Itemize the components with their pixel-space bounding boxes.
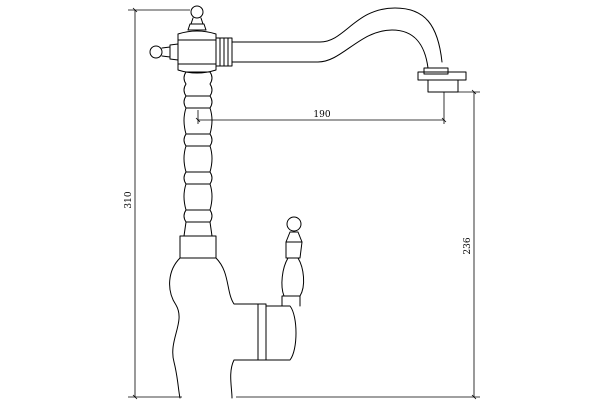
total-height-label: 310 [124,191,134,208]
spout [215,7,467,93]
body [169,257,259,399]
top-knob [187,5,207,31]
dimension-total-height [128,7,190,400]
dimension-spout-height [236,89,480,400]
spout-reach-label: 190 [313,110,330,120]
dimension-lines [128,7,480,400]
dimension-spout-reach [195,92,447,124]
faucet-outline [149,5,467,399]
swivel-head [177,30,217,74]
side-knob [149,43,179,61]
column [179,71,217,259]
lever-handle [257,216,305,361]
spout-height-label: 236 [463,237,473,254]
